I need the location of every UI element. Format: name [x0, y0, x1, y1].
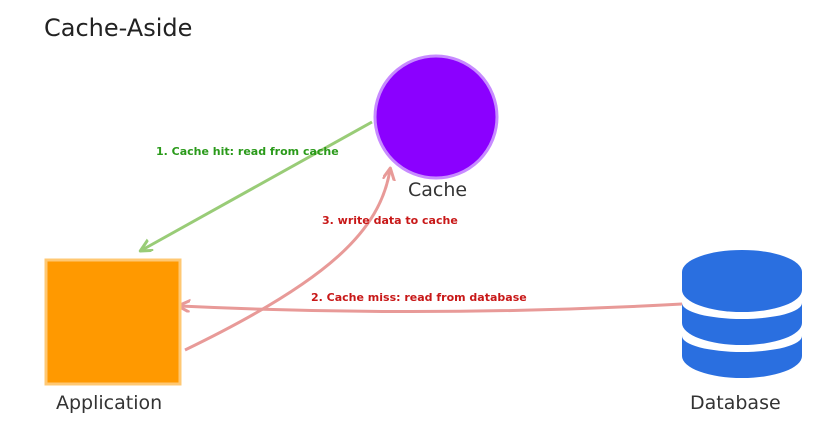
cache-label: Cache [408, 179, 468, 201]
database-label: Database [690, 392, 781, 414]
cache-hit-arrow [142, 120, 373, 250]
cache-miss-label: 2. Cache miss: read from database [311, 291, 527, 304]
diagram-title: Cache-Aside [44, 14, 193, 42]
application-node [44, 258, 182, 386]
write-cache-label: 3. write data to cache [322, 214, 458, 227]
cache-node [373, 54, 499, 180]
write-cache-arrow [184, 170, 390, 352]
cache-hit-label: 1. Cache hit: read from cache [156, 145, 339, 158]
cache-miss-arrow [180, 304, 683, 314]
application-label: Application [56, 392, 163, 414]
database-icon [682, 250, 802, 378]
